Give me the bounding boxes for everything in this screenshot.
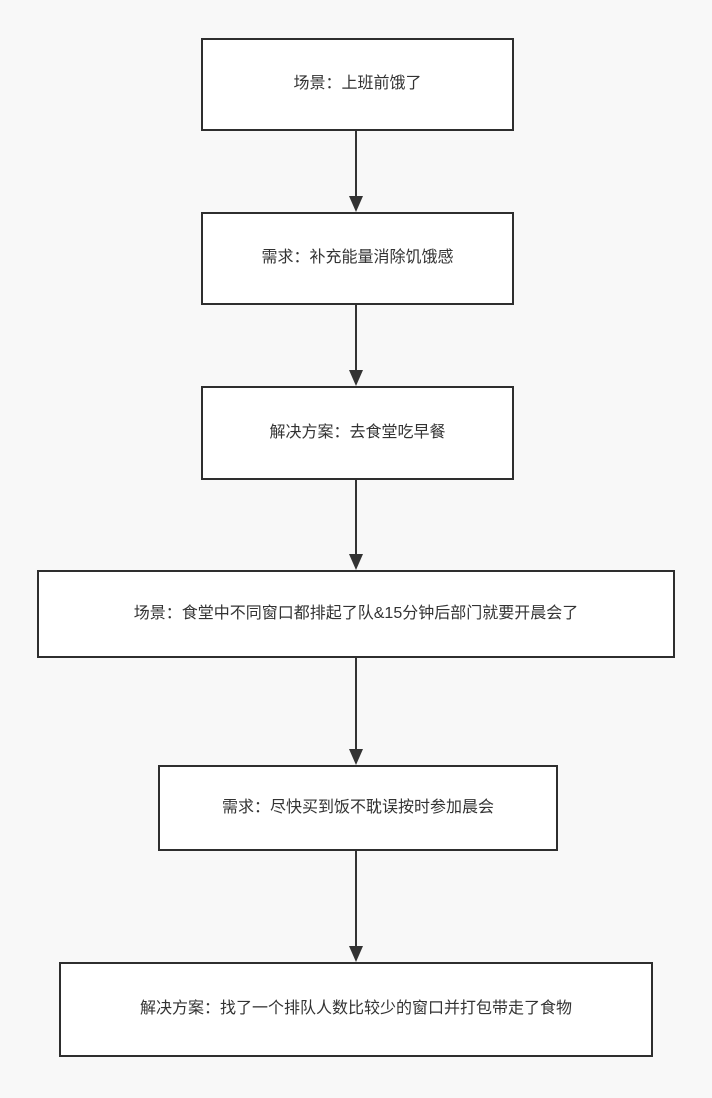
flow-node-label: 解决方案：找了一个排队人数比较少的窗口并打包带走了食物 <box>139 1000 572 1018</box>
arrow-down-icon <box>349 196 363 212</box>
arrow-shaft <box>355 851 357 948</box>
flow-node-label: 场景：上班前饿了 <box>293 75 422 93</box>
flow-node-label: 场景：食堂中不同窗口都排起了队&15分钟后部门就要开晨会了 <box>133 604 579 622</box>
flow-node-label: 需求：尽快买到饭不耽误按时参加晨会 <box>221 798 494 816</box>
flow-edge-1 <box>349 131 363 212</box>
flow-node-scene-2: 场景：食堂中不同窗口都排起了队&15分钟后部门就要开晨会了 <box>37 570 675 658</box>
arrow-down-icon <box>349 749 363 765</box>
arrow-shaft <box>355 305 357 372</box>
arrow-down-icon <box>349 370 363 386</box>
flow-node-solution-2: 解决方案：找了一个排队人数比较少的窗口并打包带走了食物 <box>59 962 653 1057</box>
flow-node-solution-1: 解决方案：去食堂吃早餐 <box>201 386 514 480</box>
flow-node-label: 解决方案：去食堂吃早餐 <box>269 423 446 441</box>
flow-edge-5 <box>349 851 363 962</box>
flow-node-scene-1: 场景：上班前饿了 <box>201 38 514 131</box>
flow-edge-2 <box>349 305 363 386</box>
arrow-down-icon <box>349 946 363 962</box>
flow-node-label: 需求：补充能量消除饥饿感 <box>261 249 454 267</box>
arrow-shaft <box>355 131 357 198</box>
arrow-shaft <box>355 480 357 556</box>
flow-node-need-1: 需求：补充能量消除饥饿感 <box>201 212 514 305</box>
arrow-shaft <box>355 658 357 751</box>
flow-edge-4 <box>349 658 363 765</box>
flow-node-need-2: 需求：尽快买到饭不耽误按时参加晨会 <box>158 765 558 851</box>
flow-edge-3 <box>349 480 363 570</box>
arrow-down-icon <box>349 554 363 570</box>
